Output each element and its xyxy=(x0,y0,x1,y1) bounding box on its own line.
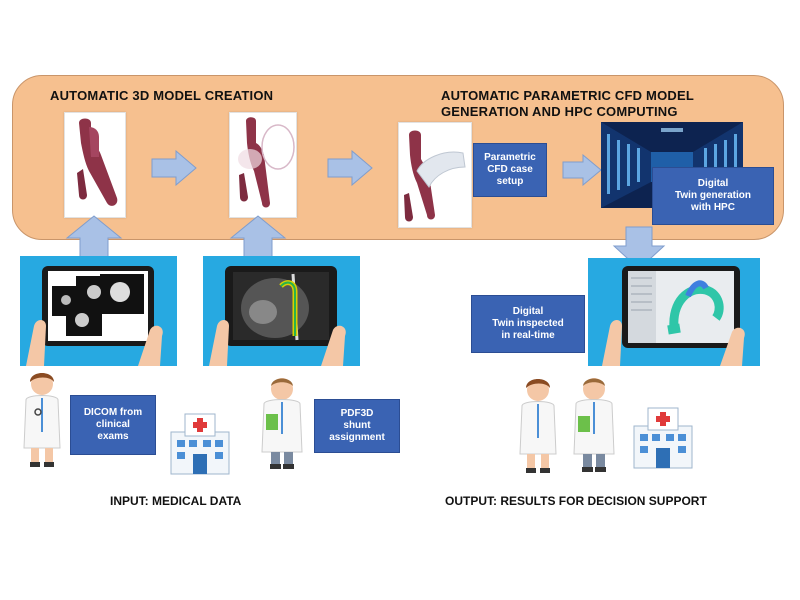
dicom-box: DICOM from clinical exams xyxy=(70,395,156,455)
twin-inspected-line3: in real-time xyxy=(501,330,555,341)
male-doctor-icon xyxy=(256,374,308,470)
cfd-setup-line3: setup xyxy=(496,176,524,187)
twin-inspected-line2: Twin inspected xyxy=(492,318,564,329)
pdf3d-line3: assignment xyxy=(329,432,385,443)
hospital-icon-left xyxy=(165,410,235,476)
tablet-ct-scan xyxy=(203,256,360,366)
dicom-line1: DICOM from xyxy=(83,407,143,418)
aorta-model-image-2 xyxy=(229,112,297,218)
arrow-down xyxy=(612,226,666,270)
arrow-right-1 xyxy=(150,150,198,186)
title-cfd-line2: GENERATION AND HPC COMPUTING xyxy=(441,104,678,119)
cfd-setup-line1: Parametric xyxy=(484,152,536,163)
twin-hpc-line2: Twin generation xyxy=(675,190,751,201)
arrow-up-1 xyxy=(64,214,124,262)
pdf3d-line1: PDF3D xyxy=(340,408,374,419)
title-cfd-line1: AUTOMATIC PARAMETRIC CFD MODEL xyxy=(441,88,694,103)
male-doctor-output-icon xyxy=(568,374,620,474)
cfd-model-image xyxy=(398,122,472,228)
cfd-setup-line2: CFD case xyxy=(487,164,533,175)
tablet-digital-twin xyxy=(588,258,760,366)
twin-inspected-box: Digital Twin inspected in real-time xyxy=(471,295,585,353)
female-doctor-output-icon xyxy=(514,374,562,474)
pdf3d-line2: shunt xyxy=(343,420,371,431)
title-3d-model-creation: AUTOMATIC 3D MODEL CREATION xyxy=(50,88,274,103)
digital-twin-hpc-box: Digital Twin generation with HPC xyxy=(652,167,774,225)
pdf3d-box: PDF3D shunt assignment xyxy=(314,399,400,453)
twin-hpc-line3: with HPC xyxy=(691,202,735,213)
arrow-right-2 xyxy=(326,150,374,186)
cfd-case-setup-box: Parametric CFD case setup xyxy=(473,143,547,197)
dicom-line2: clinical xyxy=(96,419,130,430)
input-caption: INPUT: MEDICAL DATA xyxy=(110,494,242,508)
aorta-model-image-1 xyxy=(64,112,126,218)
tablet-dicom xyxy=(20,256,177,366)
twin-inspected-line1: Digital xyxy=(512,306,544,317)
dicom-line3: exams xyxy=(97,431,129,442)
arrow-right-3 xyxy=(562,154,602,186)
twin-hpc-line1: Digital xyxy=(697,178,729,189)
output-caption: OUTPUT: RESULTS FOR DECISION SUPPORT xyxy=(445,494,707,508)
female-doctor-icon xyxy=(18,368,66,468)
arrow-up-2 xyxy=(228,214,288,262)
hospital-icon-right xyxy=(628,404,698,470)
